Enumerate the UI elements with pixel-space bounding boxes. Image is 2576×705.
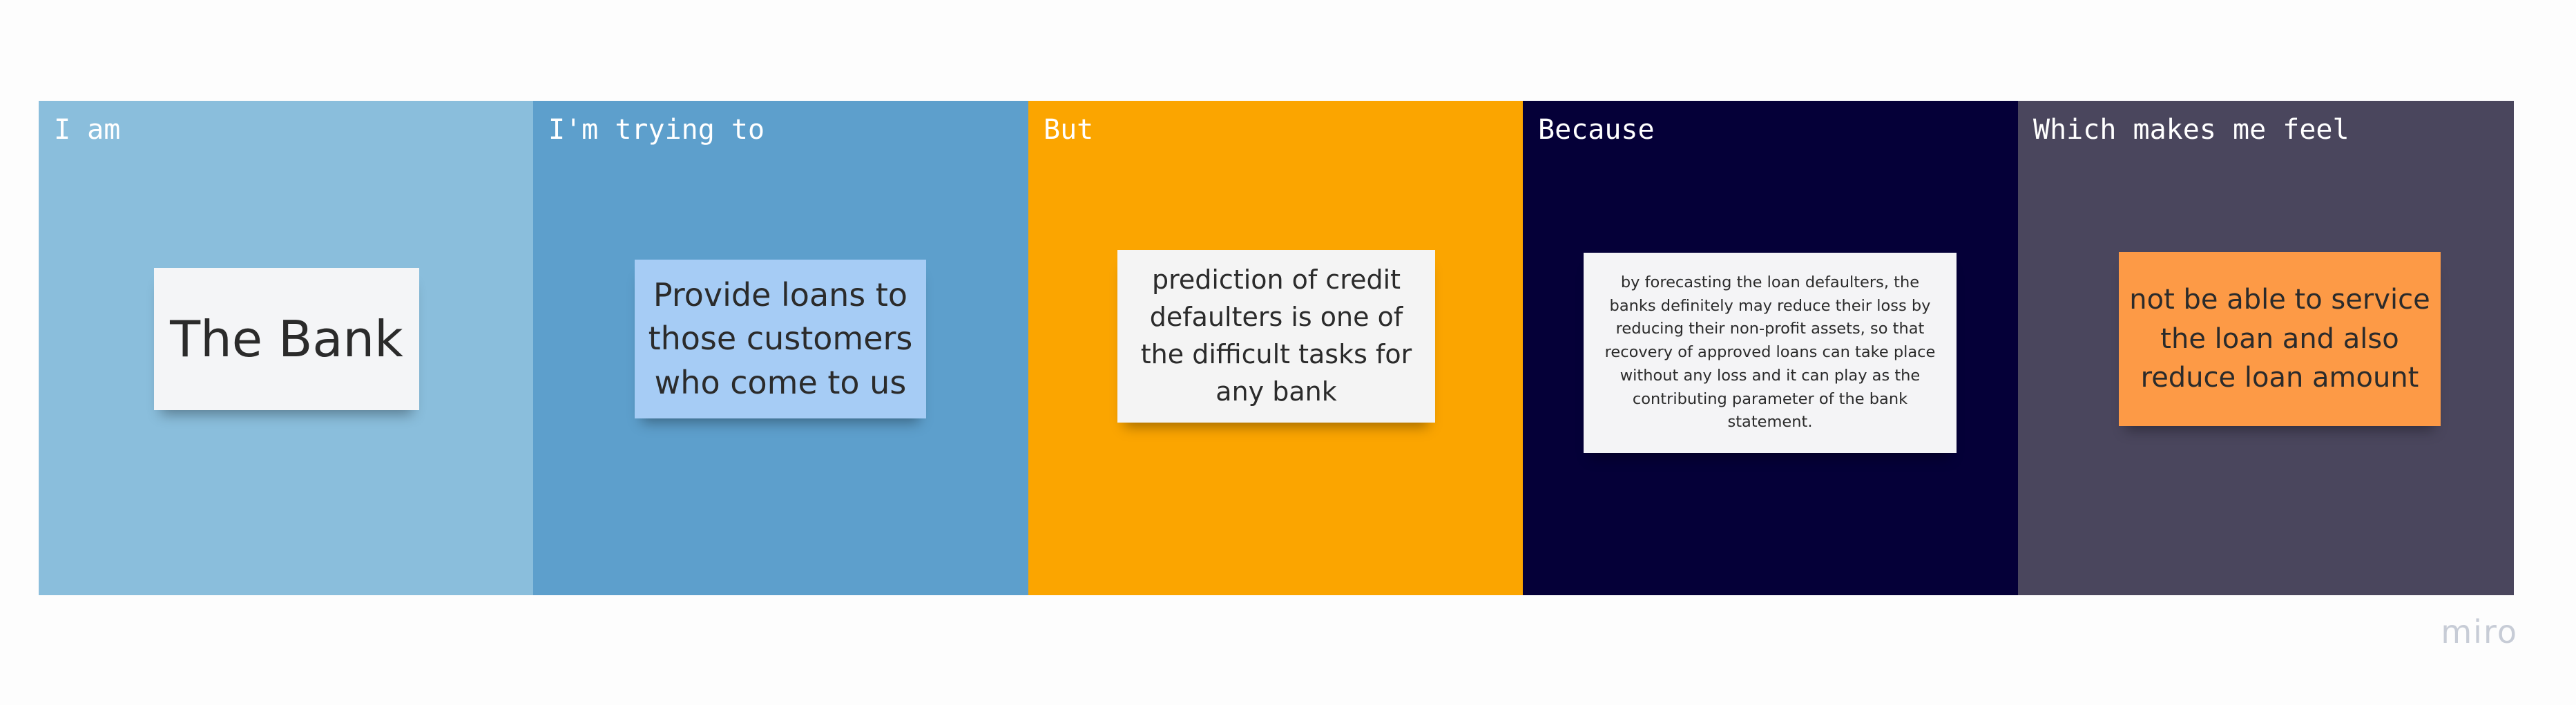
sticky-note[interactable]: by forecasting the loan defaulters, the … (1584, 253, 1957, 453)
column-label: Which makes me feel (2033, 114, 2349, 146)
sticky-note-text: Provide loans to those customers who com… (648, 276, 913, 401)
sticky-note[interactable]: Provide loans to those customers who com… (635, 260, 926, 418)
column-label: Because (1538, 114, 1655, 146)
sticky-note[interactable]: prediction of credit defaulters is one o… (1117, 250, 1435, 423)
column-makes-me-feel: Which makes me feel not be able to servi… (2018, 101, 2514, 595)
sticky-note[interactable]: not be able to service the loan and also… (2119, 252, 2441, 426)
sticky-note[interactable]: The Bank (154, 268, 419, 410)
miro-logo: miro (2441, 613, 2518, 650)
empathy-board: I am The Bank I'm trying to Provide loan… (39, 101, 2514, 595)
column-but: But prediction of credit defaulters is o… (1028, 101, 1523, 595)
column-label: I am (54, 114, 121, 146)
column-i-am: I am The Bank (39, 101, 533, 595)
sticky-note-text: prediction of credit defaulters is one o… (1140, 264, 1412, 407)
column-label: I'm trying to (548, 114, 765, 146)
sticky-note-text: The Bank (170, 309, 403, 368)
column-because: Because by forecasting the loan defaulte… (1523, 101, 2018, 595)
sticky-note-text: not be able to service the loan and also… (2129, 283, 2430, 394)
column-label: But (1044, 114, 1094, 146)
column-trying-to: I'm trying to Provide loans to those cus… (533, 101, 1028, 595)
sticky-note-text: by forecasting the loan defaulters, the … (1604, 273, 1936, 432)
